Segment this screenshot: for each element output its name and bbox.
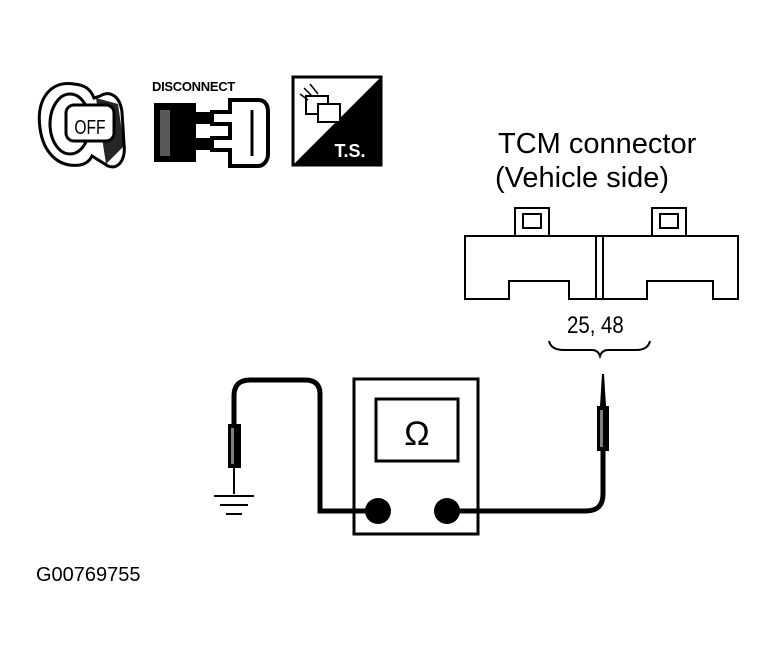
right-probe bbox=[597, 374, 609, 451]
ignition-off-icon: OFF bbox=[37, 82, 126, 169]
connector-subtitle: (Vehicle side) bbox=[495, 162, 670, 194]
ignition-off-label: OFF bbox=[74, 116, 105, 138]
meter-terminal-left bbox=[365, 498, 391, 524]
meter-terminal-right bbox=[434, 498, 460, 524]
left-probe bbox=[228, 424, 241, 494]
tcm-connector bbox=[464, 207, 739, 300]
right-test-lead bbox=[447, 451, 606, 514]
figure-id: G00769755 bbox=[36, 564, 141, 586]
pin-brace bbox=[548, 340, 651, 360]
pin-numbers: 25, 48 bbox=[567, 312, 624, 339]
disconnect-label: DISCONNECT bbox=[152, 79, 235, 94]
ohm-symbol: Ω bbox=[404, 415, 429, 453]
left-test-lead bbox=[231, 377, 378, 514]
terminal-service-icon: T.S. bbox=[291, 75, 383, 167]
ground-icon bbox=[214, 495, 254, 515]
ts-label: T.S. bbox=[334, 141, 365, 161]
disconnect-connector-icon bbox=[154, 98, 270, 168]
connector-title: TCM connector bbox=[498, 128, 697, 160]
